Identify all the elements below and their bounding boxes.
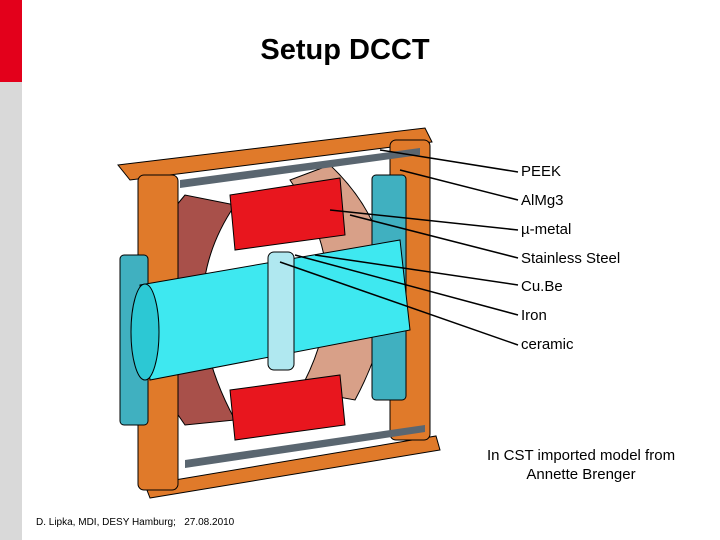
leader-line-stainless-steel	[349, 214, 519, 259]
leader-line-peek	[379, 149, 519, 173]
leader-line-cube	[314, 254, 519, 286]
label-peek: PEEK	[521, 163, 562, 180]
label-stainless-steel: Stainless Steel	[521, 250, 621, 267]
leader-line-iron	[294, 254, 519, 316]
accent-bar	[0, 0, 22, 82]
credit-line-1: In CST imported model from	[486, 447, 676, 464]
steel-plate-top	[180, 148, 420, 188]
leader-line-almg3	[399, 169, 519, 201]
frame-top	[117, 127, 433, 181]
iron-core-top	[229, 177, 346, 251]
label-iron: Iron	[521, 307, 547, 324]
label-almg3: AlMg3	[521, 192, 564, 209]
leader-line-mu-metal	[329, 209, 519, 231]
model-credit: In CST imported model from Annette Breng…	[465, 446, 697, 484]
page-title: Setup DCCT	[260, 34, 430, 66]
leader-line-ceramic	[279, 261, 519, 346]
label-mu-metal: µ-metal	[521, 221, 572, 238]
steel-plate-bottom	[185, 425, 425, 468]
footer-text: D. Lipka, MDI, DESY Hamburg; 27.08.2010	[36, 517, 235, 528]
cube-ring	[267, 251, 295, 371]
credit-line-2: Annette Brenger	[526, 466, 636, 483]
label-cube: Cu.Be	[521, 278, 563, 295]
iron-core-bottom	[229, 374, 346, 441]
label-ceramic: ceramic	[521, 336, 574, 353]
tube-end	[130, 283, 160, 381]
side-bar	[0, 82, 22, 540]
